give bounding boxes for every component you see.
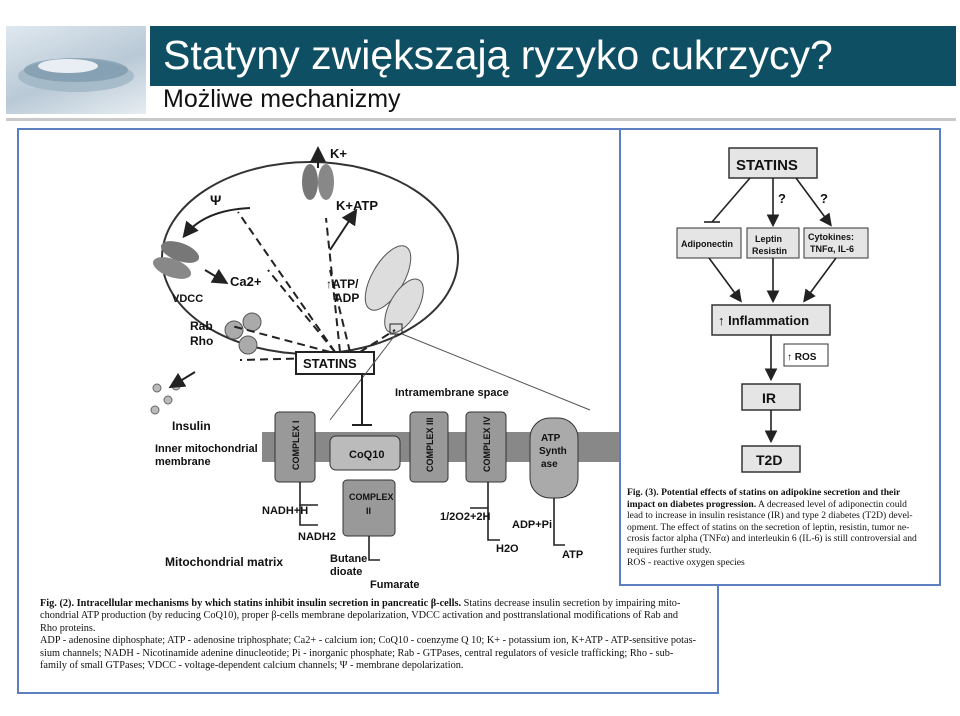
- slide-title: Statyny zwiększają ryzyko cukrzycy?: [163, 32, 833, 78]
- label-complex-3: COMPLEX III: [425, 417, 435, 472]
- label-half-o2: 1/2O2+2H: [440, 511, 491, 523]
- figure-2-caption: Fig. (2). Intracellular mechanisms by wh…: [40, 598, 708, 672]
- statins-box-right: [728, 147, 818, 179]
- label-atp: ATP: [562, 549, 583, 561]
- label-question-2: ?: [820, 191, 828, 206]
- figure-2-panel: [17, 128, 719, 694]
- label-complex-1: COMPLEX I: [291, 420, 301, 470]
- label-question-1: ?: [778, 191, 786, 206]
- label-inflammation: ↑ Inflammation: [718, 313, 809, 328]
- caption-2-line-2: Rho proteins.: [40, 622, 96, 634]
- caption-2-line-3: ADP - adenosine diphosphate; ATP - adeno…: [40, 635, 697, 647]
- presentation-logo: [6, 26, 146, 114]
- complex-4: [465, 411, 507, 483]
- adiponectin-box: [676, 227, 742, 259]
- caption-2-line-0: Fig. (2). Intracellular mechanisms by wh…: [40, 598, 681, 609]
- label-atp-adp-2: ADP: [334, 291, 359, 305]
- label-ros: ↑ ROS: [787, 352, 817, 363]
- label-mito-matrix: Mitochondrial matrix: [165, 555, 283, 569]
- vdcc-channel: [160, 241, 200, 263]
- caption-3-line-5: requires further study.: [627, 544, 712, 556]
- label-psi: Ψ: [210, 192, 221, 208]
- label-atp-synthase-2: Synth: [539, 446, 567, 457]
- coq10-box: [329, 435, 401, 471]
- label-butane-1: Butane: [330, 553, 367, 565]
- label-k-plus: K+: [330, 146, 347, 161]
- leptin-box: [746, 227, 800, 259]
- caption-3-line-3: opment. The effect of statins on the sec…: [627, 521, 910, 533]
- label-atp-synthase-3: ase: [541, 459, 558, 470]
- ros-box: [783, 343, 829, 367]
- caption-3-line-0: Fig. (3). Potential effects of statins o…: [627, 487, 901, 498]
- label-cytokines-2: TNFα, IL-6: [810, 244, 854, 254]
- subtitle-band: [150, 86, 956, 116]
- label-complex-2-b: II: [366, 506, 371, 516]
- caption-3-line-4: crosis factor alpha (TNFα) and interleuk…: [627, 533, 917, 545]
- label-statins-left: STATINS: [303, 356, 357, 371]
- label-katp: K+ATP: [336, 198, 378, 213]
- t2d-box: [741, 445, 801, 473]
- complex-1: [274, 411, 316, 483]
- caption-2-line-1: chondrial ATP production (by reducing Co…: [40, 610, 679, 622]
- label-leptin-2: Resistin: [752, 246, 787, 256]
- ir-box: [741, 383, 801, 411]
- label-inner-membrane-2: membrane: [155, 456, 211, 468]
- complex-3: [409, 411, 449, 483]
- label-complex-2-a: COMPLEX: [349, 492, 394, 502]
- logo-disc-icon: [18, 58, 134, 92]
- label-adiponectin: Adiponectin: [681, 239, 733, 249]
- mitochondrion-2: [384, 278, 424, 334]
- label-t2d: T2D: [756, 452, 782, 468]
- caption-2-line-4: sium channels; NADH - Nicotinamide adeni…: [40, 647, 674, 659]
- label-nadh-h: NADH+H: [262, 505, 308, 517]
- label-statins-right: STATINS: [736, 157, 798, 174]
- label-h2o: H2O: [496, 543, 519, 555]
- label-rab: Rab: [190, 319, 213, 333]
- label-coq10: CoQ10: [349, 449, 384, 461]
- label-complex-4: COMPLEX IV: [482, 416, 492, 472]
- caption-2-line-5: family of small GTPases; VDCC - voltage-…: [40, 660, 464, 672]
- label-atp-adp-1: ↑ATP/: [326, 277, 359, 291]
- label-adp-pi: ADP+Pi: [512, 519, 552, 531]
- caption-3-line-1: impact on diabetes progression. A decrea…: [627, 498, 907, 510]
- label-fumarate: Fumarate: [370, 579, 420, 591]
- katp-channel: [302, 164, 318, 200]
- caption-3-line-6: ROS - reactive oxygen species: [627, 556, 745, 568]
- label-nadh2: NADH2: [298, 531, 336, 543]
- label-ir: IR: [762, 390, 776, 406]
- header-divider: [6, 118, 956, 121]
- label-inner-membrane-1: Inner mitochondrial: [155, 443, 258, 455]
- label-rho: Rho: [190, 334, 213, 348]
- slide-subtitle: Możliwe mechanizmy: [163, 85, 401, 113]
- label-insulin: Insulin: [172, 419, 211, 433]
- label-intramembrane-space: Intramembrane space: [395, 387, 509, 399]
- label-atp-synthase-1: ATP: [541, 433, 561, 444]
- label-cytokines-1: Cytokines:: [808, 232, 854, 242]
- label-leptin-1: Leptin: [755, 234, 782, 244]
- label-ca: Ca2+: [230, 274, 262, 289]
- inflammation-box: [711, 304, 831, 336]
- figure-3-panel: [619, 128, 941, 586]
- figure-3-caption: Fig. (3). Potential effects of statins o…: [627, 487, 931, 568]
- label-butane-2: dioate: [330, 566, 362, 578]
- label-vdcc: VDCC: [172, 293, 203, 305]
- caption-3-line-2: lead to increase in insulin resistance (…: [627, 510, 913, 522]
